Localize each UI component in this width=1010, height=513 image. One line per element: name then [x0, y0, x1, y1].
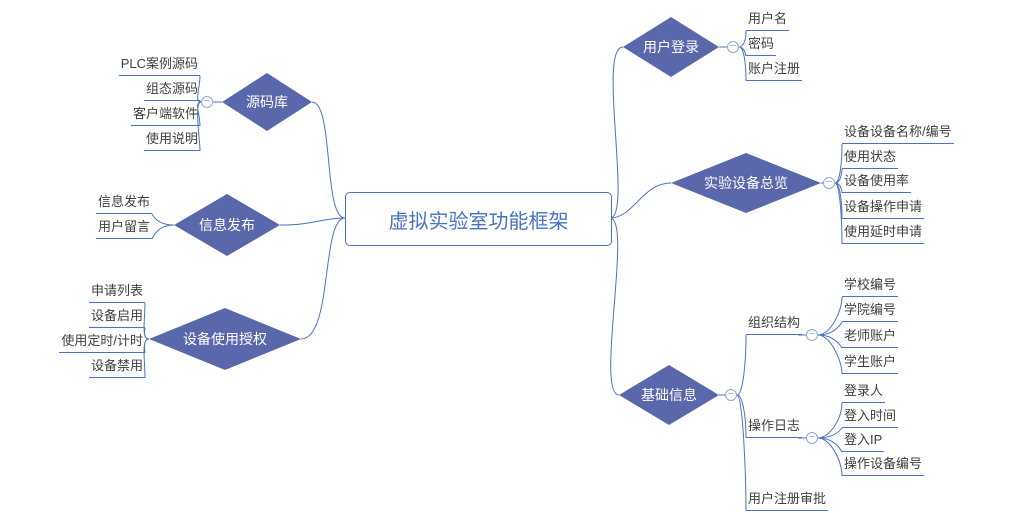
leaf-client-software[interactable]: 客户端软件 [130, 106, 200, 126]
leaf-account-register[interactable]: 账户注册 [746, 61, 803, 81]
leaf-device-operation-request[interactable]: 设备操作申请 [842, 199, 925, 219]
leaf-login-user[interactable]: 登录人 [842, 383, 886, 403]
collapse-minus-icon[interactable]: − [727, 41, 739, 53]
leaf-password[interactable]: 密码 [746, 36, 777, 56]
leaf-configuration-source[interactable]: 组态源码 [143, 81, 200, 101]
leaf-device-enable[interactable]: 设备启用 [88, 308, 145, 328]
leaf-operated-device-id[interactable]: 操作设备编号 [842, 456, 925, 476]
leaf-login-ip[interactable]: 登入IP [842, 432, 885, 452]
leaf-usage-status[interactable]: 使用状态 [842, 149, 899, 169]
subtopic-organization-structure[interactable]: 组织结构 [746, 315, 803, 335]
collapse-minus-icon[interactable]: − [201, 96, 213, 108]
subtopic-user-registration-approval[interactable]: 用户注册审批 [746, 491, 829, 511]
branch-user-login[interactable]: 用户登录 [623, 17, 719, 77]
leaf-device-usage-rate[interactable]: 设备使用率 [842, 173, 912, 193]
collapse-minus-icon[interactable]: − [823, 177, 835, 189]
branch-device-authorization[interactable]: 设备使用授权 [149, 308, 301, 370]
branch-source-code-library[interactable]: 源码库 [222, 73, 312, 131]
collapse-minus-icon[interactable]: − [725, 389, 737, 401]
leaf-teacher-account[interactable]: 老师账户 [842, 328, 899, 348]
collapse-minus-icon[interactable]: − [806, 432, 818, 444]
leaf-plc-case-source[interactable]: PLC案例源码 [118, 56, 200, 76]
branch-basic-info[interactable]: 基础信息 [619, 365, 719, 425]
leaf-usage-timing[interactable]: 使用定时/计时 [59, 333, 145, 353]
leaf-application-list[interactable]: 申请列表 [88, 283, 145, 303]
leaf-device-disable[interactable]: 设备禁用 [88, 358, 145, 378]
leaf-usage-delay-request[interactable]: 使用延时申请 [842, 224, 925, 244]
leaf-username[interactable]: 用户名 [746, 11, 790, 31]
leaf-usage-instructions[interactable]: 使用说明 [143, 131, 200, 151]
leaf-login-time[interactable]: 登入时间 [842, 408, 899, 428]
subtopic-operation-log[interactable]: 操作日志 [746, 418, 803, 438]
leaf-student-account[interactable]: 学生账户 [842, 354, 899, 374]
collapse-minus-icon[interactable]: − [806, 329, 818, 341]
leaf-user-messages[interactable]: 用户留言 [95, 219, 152, 239]
leaf-college-id[interactable]: 学院编号 [842, 302, 899, 322]
branch-equipment-overview[interactable]: 实验设备总览 [671, 153, 821, 213]
leaf-school-id[interactable]: 学校编号 [842, 277, 899, 297]
leaf-device-name-number[interactable]: 设备设备名称/编号 [842, 124, 954, 144]
leaf-info-release[interactable]: 信息发布 [95, 194, 152, 214]
root-topic[interactable]: 虚拟实验室功能框架 [345, 192, 612, 246]
branch-info-release[interactable]: 信息发布 [174, 194, 280, 256]
